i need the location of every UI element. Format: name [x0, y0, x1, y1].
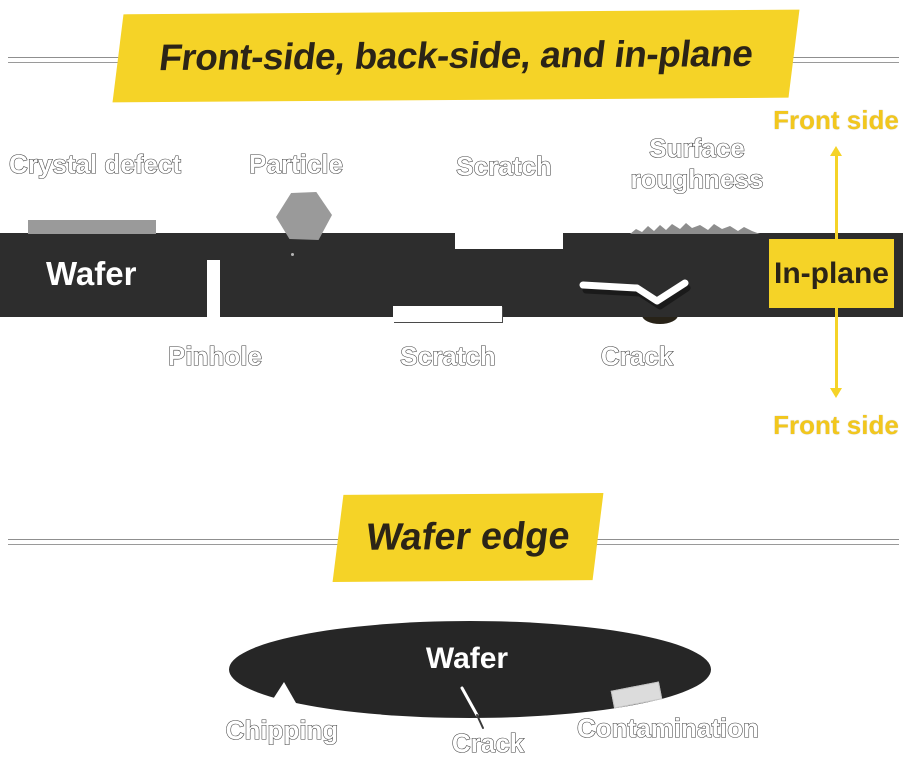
pinhole-label: Pinhole — [167, 340, 262, 371]
wafer-ellipse-label: Wafer — [425, 642, 509, 675]
scratch-bottom-label: Scratch — [400, 340, 496, 371]
arrow-down-icon — [830, 388, 842, 398]
banner-front-back-inplane-label: Front-side, back-side, and in-plane — [156, 32, 756, 79]
crystal-defect-shape — [28, 220, 156, 234]
wafer-cross-section-bar — [0, 233, 903, 317]
scratch-top-label: Scratch — [456, 150, 552, 181]
surface-roughness-label: Surface roughness — [630, 132, 764, 194]
speck-shape — [291, 253, 294, 256]
in-plane-tag: In-plane — [769, 239, 894, 308]
wafer-bar-label: Wafer — [46, 255, 137, 292]
edge-crack-label: Crack — [451, 727, 525, 758]
banner-wafer-edge: Wafer edge — [332, 493, 604, 582]
crystal-defect-label: Crystal defect — [8, 148, 181, 179]
crack-label: Crack — [600, 340, 674, 371]
pinhole-shape — [207, 260, 220, 320]
in-plane-label: In-plane — [773, 256, 889, 290]
contamination-label: Contamination — [576, 712, 759, 743]
scratch-bottom-shape — [393, 306, 502, 322]
banner-front-back-inplane: Front-side, back-side, and in-plane — [112, 9, 800, 103]
scratch-top-shape — [455, 233, 563, 249]
banner-wafer-edge-label: Wafer edge — [363, 515, 573, 559]
front-side-top-label: Front side — [773, 105, 900, 136]
particle-label: Particle — [248, 148, 343, 179]
edge-crack-shape — [460, 686, 484, 729]
chipping-notch-shape — [266, 682, 296, 710]
surface-roughness-shape — [630, 223, 760, 234]
arrow-up-icon — [830, 146, 842, 156]
crack-shape — [579, 279, 691, 310]
front-side-bottom-label: Front side — [773, 410, 900, 441]
chipping-label: Chipping — [225, 714, 339, 745]
